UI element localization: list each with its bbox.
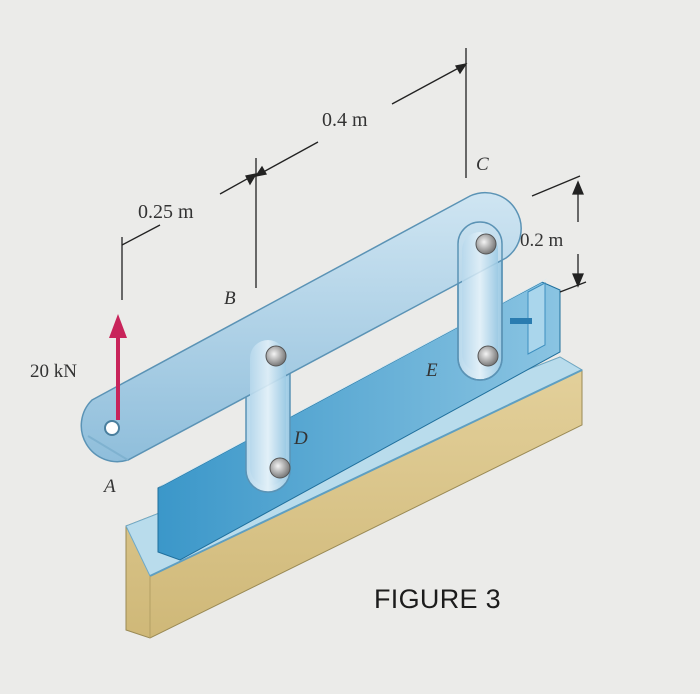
point-label-a: A	[102, 476, 116, 497]
dim-ab-label: 0.25 m	[138, 201, 194, 223]
point-label-c: C	[476, 154, 489, 175]
point-label-b: B	[224, 288, 236, 309]
pin-d	[269, 457, 291, 479]
dim-bc-arrow-left	[254, 165, 268, 177]
pin-e	[477, 345, 499, 367]
point-label-e: E	[425, 360, 438, 381]
dim-bc-label: 0.4 m	[322, 109, 368, 131]
dim-height-arrow-bottom	[572, 273, 584, 288]
dimension-lines	[121, 48, 587, 300]
dim-height-top-ext	[531, 175, 581, 197]
figure-caption: FIGURE 3	[374, 584, 501, 614]
dim-bc-right	[391, 63, 467, 105]
load-arrow	[109, 314, 127, 420]
dim-height-arrow-top	[572, 180, 584, 195]
dim-bc-arrow-right	[454, 63, 468, 75]
pin-a	[104, 420, 120, 436]
dim-bc-left	[255, 141, 319, 177]
point-label-d: D	[293, 428, 308, 449]
lever-abc	[80, 191, 522, 463]
dim-height-label: 0.2 m	[520, 230, 564, 251]
dim-ab-left	[121, 224, 161, 246]
pin-c	[475, 233, 497, 255]
pin-b	[265, 345, 287, 367]
dim-height-bottom-ext	[559, 281, 587, 293]
link-bd-front	[250, 340, 286, 486]
load-label: 20 kN	[30, 361, 77, 382]
dim-ab-arrow	[245, 173, 258, 186]
link-ce-front	[457, 221, 503, 381]
